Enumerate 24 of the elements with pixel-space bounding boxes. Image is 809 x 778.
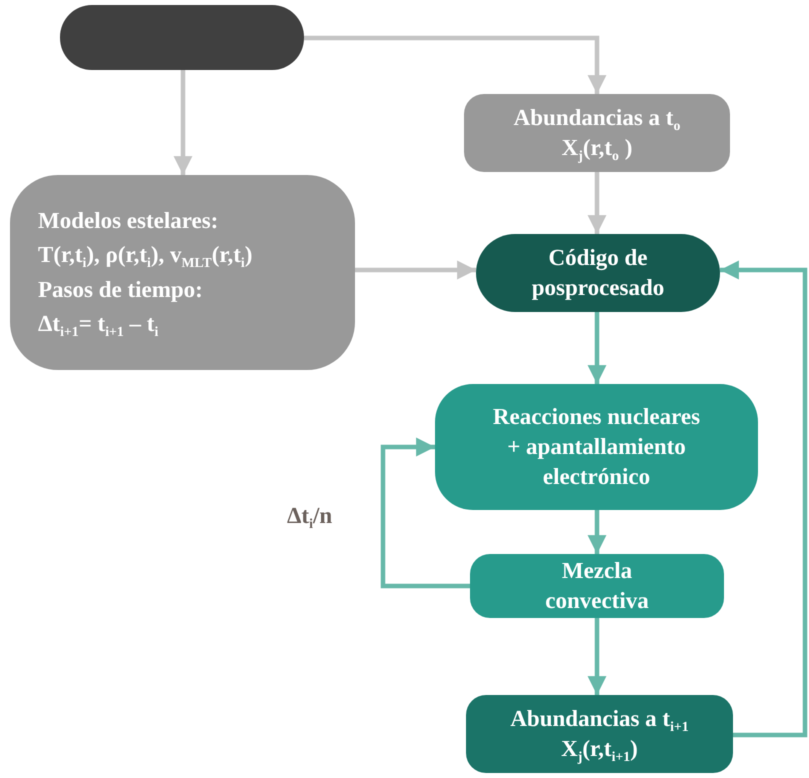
arrow [355, 260, 476, 280]
node-text: Abundancias a t$_{o}$ [514, 104, 680, 133]
arrow [588, 312, 606, 384]
node-text: Reacciones nucleares + apantallamiento electrónico [492, 403, 702, 491]
node-text: X$_{j}$(r,t$_{o}$ ) [562, 134, 632, 163]
node-text: X$_{j}$(r,t$_{i+1}$) [561, 735, 638, 764]
process-box [464, 94, 730, 172]
arrow [720, 260, 808, 738]
arrow [304, 36, 606, 94]
process-box [470, 554, 724, 618]
arrow [588, 510, 606, 554]
process-box [466, 695, 733, 773]
arrow [380, 438, 470, 588]
node-text: Pasos de tiempo: [38, 276, 203, 303]
node-text: Modelos estelares: [38, 208, 218, 234]
node-text: Δt$_{i+1}$= t$_{i+1}$ – t$_{i}$ [38, 310, 158, 338]
node-text: Código de posprocesado [530, 244, 666, 302]
process-box [10, 175, 355, 370]
arrow [588, 172, 606, 234]
node-text: Abundancias a t$_{i+1}$ [510, 705, 689, 734]
node-text: Mezcla convectiva [544, 557, 650, 615]
arrow [174, 70, 192, 175]
node-text: T(r,t$_{i}$), ρ(r,t$_{i}$), v$_{MLT}$(r,t$_{i}$) [38, 242, 252, 268]
process-box [435, 384, 758, 510]
